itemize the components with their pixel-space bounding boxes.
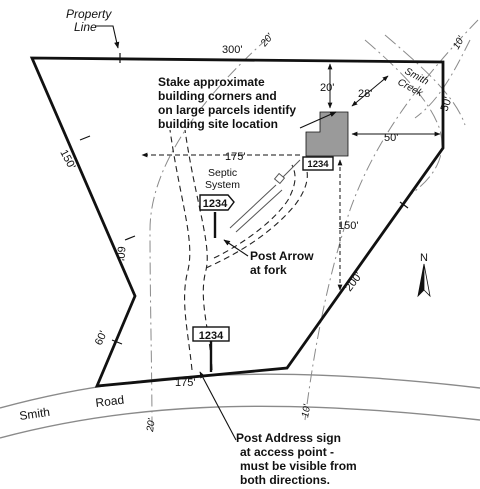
property-line-label: Property <box>66 7 112 21</box>
dimension-right-edge: 200' <box>343 270 365 294</box>
stake-note-line: Stake approximate <box>158 75 265 89</box>
contour-label-20-bottom: 20' <box>145 417 158 434</box>
dimension-left-bottom-edge: 60' <box>93 329 110 347</box>
house-sign-number: 1234 <box>307 159 329 170</box>
stake-note-line: on large parcels identify <box>158 103 296 117</box>
dim-line-creek <box>351 75 389 107</box>
dimension-creek-right: 50' <box>439 95 455 113</box>
septic-label: System <box>205 179 240 191</box>
driveway-right-edge <box>184 129 213 371</box>
stake-note-leader <box>299 111 337 129</box>
driveway-left-edge <box>169 129 193 371</box>
dimension-left-edge: 150' <box>57 148 77 172</box>
road-address-sign <box>192 326 230 342</box>
creek-line-2 <box>384 34 466 126</box>
address-note-line: must be visible from <box>240 459 357 473</box>
road-label: Smith <box>18 405 50 423</box>
dimension-building-south: 150' <box>338 220 358 232</box>
dimension-top-edge: 300' <box>222 44 242 56</box>
road-upper-edge <box>0 373 480 409</box>
contour-line-top-right <box>414 39 471 119</box>
dimension-building-west: 175' <box>225 151 245 163</box>
property-line <box>29 56 445 388</box>
creek-line-1 <box>364 39 443 196</box>
property-tick <box>124 235 136 241</box>
north-arrow-icon <box>417 263 431 298</box>
fork-arrow-sign <box>199 194 235 211</box>
house-address-sign <box>302 156 334 171</box>
address-note-line: Post Address sign <box>236 431 341 445</box>
septic-tank <box>273 172 286 185</box>
address-note-line: both directions. <box>240 473 330 487</box>
driveway-branch-outer <box>205 159 308 269</box>
road-sign-number: 1234 <box>199 330 224 342</box>
contour-label-20-top: 20' <box>258 31 276 50</box>
property-line-label: Line <box>74 20 97 34</box>
driveway-branch-inner <box>213 164 296 259</box>
septic-label: Septic <box>208 167 237 179</box>
building-footprint <box>305 111 349 157</box>
stake-note-line: building corners and <box>158 89 277 103</box>
arrow-note-line: at fork <box>250 263 287 277</box>
dimension-building-creek: 28' <box>358 88 372 100</box>
septic-drain-line <box>282 159 301 178</box>
dimension-bottom-edge: 175' <box>175 377 195 389</box>
arrow-note-line: Post Arrow <box>250 249 314 263</box>
arrow-note-leader <box>223 239 249 257</box>
property-line-leader <box>95 25 120 49</box>
north-label: N <box>420 252 428 264</box>
dimension-building-east: 50' <box>384 132 398 144</box>
contour-label-10-bottom: 10' <box>300 403 313 419</box>
dimension-building-north: 20' <box>320 82 334 94</box>
property-tick <box>399 201 409 209</box>
septic-drain-line <box>229 184 277 229</box>
property-tick <box>111 339 123 345</box>
contour-line-20-left <box>149 37 269 431</box>
road-lower-edge <box>0 405 480 439</box>
property-tick <box>79 135 91 141</box>
stake-note-line: building site location <box>158 117 278 131</box>
road-label: Road <box>95 393 125 410</box>
dimension-left-lower-edge: 60' <box>114 246 127 261</box>
address-note-line: at access point - <box>240 445 334 459</box>
septic-drain-line <box>235 189 283 233</box>
address-note-leader <box>199 371 237 441</box>
fork-sign-number: 1234 <box>203 198 228 210</box>
